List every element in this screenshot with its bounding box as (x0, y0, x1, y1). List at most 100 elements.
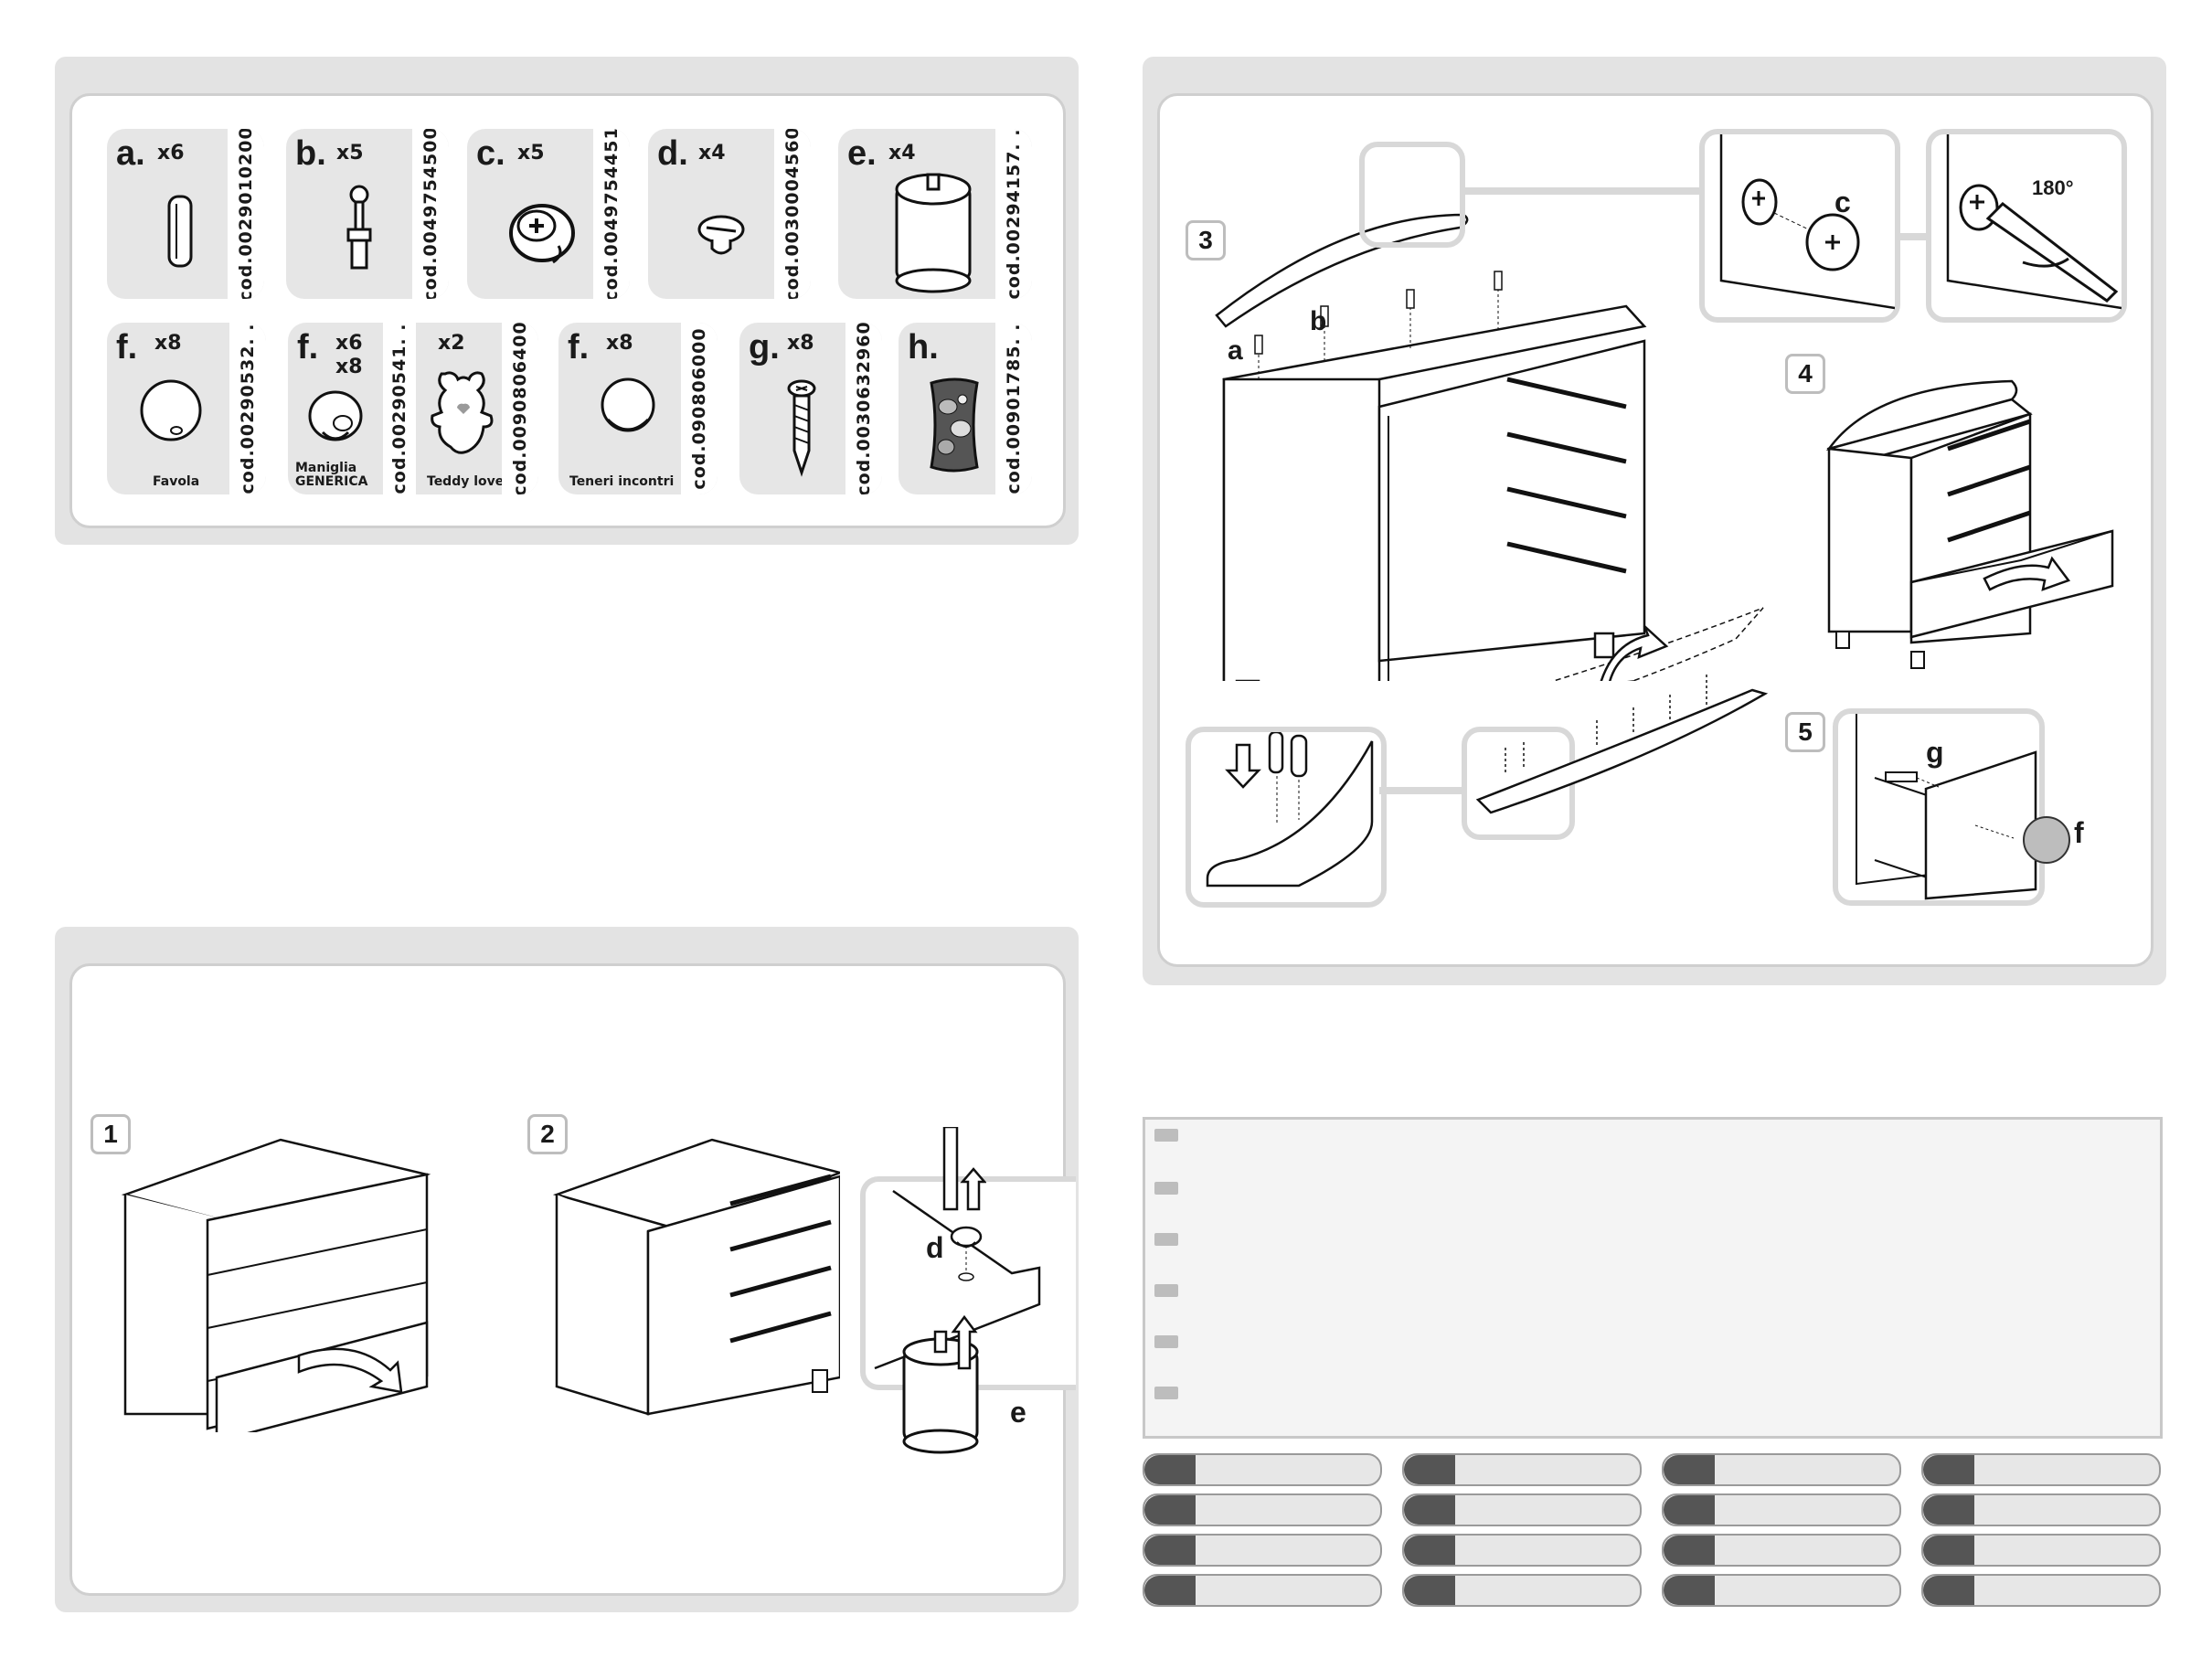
part-letter: c. (476, 134, 505, 173)
pill (1402, 1534, 1642, 1567)
part-qty-alt: x8 (335, 356, 363, 378)
callout-connector (1379, 787, 1467, 794)
note-bullet (1154, 1233, 1178, 1246)
screw-cap-icon (697, 215, 745, 255)
label-b: b (1310, 306, 1327, 336)
base-callout-box (1186, 727, 1387, 908)
note-bullet (1154, 1182, 1178, 1195)
step-number-1: 1 (90, 1114, 131, 1154)
pill (1662, 1574, 1901, 1607)
step-number-4: 4 (1785, 354, 1825, 394)
hardware-bag-icon (930, 377, 979, 473)
part-letter: d. (657, 134, 688, 173)
part-qty: x5 (336, 142, 364, 165)
part-letter: g. (749, 328, 780, 367)
part-f-teneri: f. x8 Teneri incontri cod.090806000 (558, 323, 718, 494)
part-qty: x4 (698, 142, 726, 165)
cam-lock-icon (509, 204, 575, 264)
callout-connector (1895, 233, 1931, 240)
part-qty: x5 (517, 142, 545, 165)
note-bullet (1154, 1284, 1178, 1297)
step2-cabinet-illustration (552, 1138, 840, 1416)
part-code-strip: cod.0090806400 (502, 323, 538, 494)
part-letter: f. (116, 328, 138, 367)
part-qty: x8 (606, 332, 633, 355)
pill (1662, 1493, 1901, 1526)
label-g: g (1926, 736, 1944, 769)
pill (1662, 1534, 1901, 1567)
part-code: cod.00290532. . (238, 323, 258, 494)
pill (1143, 1453, 1382, 1486)
steps-1-2-inner-frame: 1 2 (69, 963, 1076, 1596)
note-bullet (1154, 1335, 1178, 1348)
base-panel-illustration (1475, 672, 1769, 814)
step-number-2: 2 (527, 1114, 568, 1154)
round-knob-icon (140, 379, 202, 441)
knob-f-circle (2023, 816, 2070, 864)
part-h: h. cod.00901785. . (899, 323, 1032, 494)
foot-e-illustration (902, 1314, 979, 1454)
part-code-strip: cod.00290541. . (383, 323, 416, 494)
part-code-strip: cod.0030004560 (774, 129, 811, 299)
part-code: cod.0049754500 (420, 129, 441, 299)
step1-drawer-removal-illustration (121, 1138, 431, 1432)
label-f: f (2074, 816, 2084, 849)
label-angle: 180° (2032, 176, 2074, 199)
part-code-strip: cod.00294157. . (995, 129, 1032, 299)
part-a: a. x6 cod.0029010200 (107, 129, 264, 299)
language-pill-grid (1143, 1453, 2161, 1618)
pill (1402, 1493, 1642, 1526)
part-qty: x8 (787, 332, 814, 355)
pill (1143, 1493, 1382, 1526)
note-bullet (1154, 1387, 1178, 1399)
part-qty: x2 (438, 332, 465, 355)
wood-screw-icon (787, 379, 816, 477)
mushroom-knob-icon (308, 390, 363, 441)
dowel-icon (167, 195, 193, 268)
part-code: cod.0030632960 (854, 323, 874, 494)
cam-lock-callout-box: c (1699, 129, 1900, 323)
part-code-strip: cod.00901785. . (995, 323, 1032, 494)
part-name: Teddy love (427, 474, 505, 489)
pill (1143, 1534, 1382, 1567)
part-qty: x6 (157, 142, 185, 165)
screwdriver-icon (942, 1127, 986, 1211)
label-c: c (1834, 186, 1851, 218)
knob-attach-illustration (1856, 714, 2037, 900)
step3-cabinet-illustration (1215, 213, 1764, 681)
steps-1-2-panel: 1 2 (55, 927, 1079, 1612)
part-code: cod.0049754451 (601, 129, 622, 299)
part-name: Teneri incontri (569, 474, 675, 489)
part-b: b. x5 cod.0049754500 (286, 129, 449, 299)
pill (1402, 1574, 1642, 1607)
part-letter: f. (297, 328, 319, 367)
foot-assembly-illustration (874, 1189, 1041, 1370)
part-code-strip: cod.090806000 (681, 323, 718, 494)
part-qty: x6 (335, 332, 363, 355)
step-number-5: 5 (1785, 712, 1825, 752)
part-qty: x8 (154, 332, 182, 355)
part-letter: f. (568, 328, 590, 367)
knob-callout-box: g (1833, 708, 2070, 906)
part-code: cod.0029010200 (236, 129, 256, 299)
part-code-strip: cod.0049754451 (593, 129, 630, 299)
step4-cabinet-drawer-illustration (1825, 379, 2114, 669)
pill (1662, 1453, 1901, 1486)
foot-icon (895, 173, 972, 293)
part-code-strip: cod.0049754500 (412, 129, 449, 299)
part-f-maniglia-teddy: f. x6 x8 Maniglia GENERICA cod.00290541.… (288, 323, 538, 494)
callout-connector (1460, 187, 1712, 195)
part-f-favola: f. x8 Favola cod.00290532. . (107, 323, 266, 494)
steps-3-5-panel: 3 4 5 a b (1143, 57, 2166, 985)
part-code: cod.00901785. . (1004, 323, 1024, 494)
steps-3-5-inner-frame: 3 4 5 a b (1157, 93, 2154, 967)
top-panel-callout-box (1359, 142, 1465, 248)
pill (1921, 1574, 2161, 1607)
part-name: Favola (153, 474, 200, 489)
label-a: a (1228, 335, 1243, 366)
pill (1143, 1574, 1382, 1607)
part-code-strip: cod.0029010200 (228, 129, 264, 299)
part-letter: h. (908, 328, 939, 367)
part-code: cod.00290541. . (389, 323, 409, 494)
part-code-strip: cod.0030632960 (845, 323, 882, 494)
